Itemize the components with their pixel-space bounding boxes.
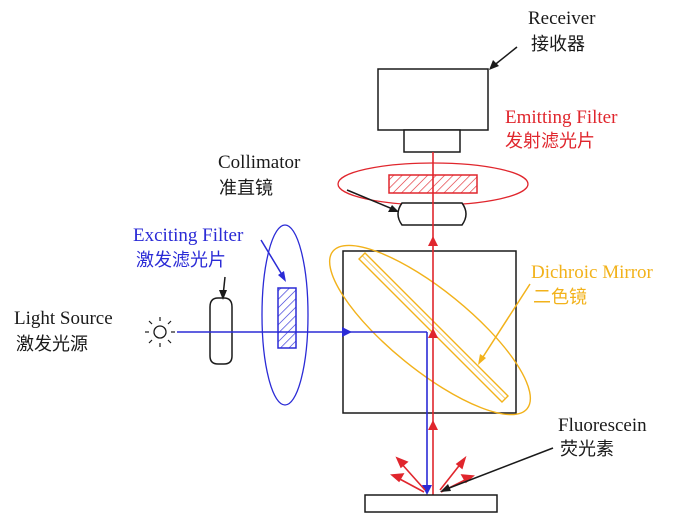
fluorescein-label-zh: 荧光素: [560, 439, 614, 460]
excitation-beam: [177, 327, 432, 495]
dichroic-pointer-arrow: [478, 283, 531, 365]
fluorescein-pointer-arrow: [440, 447, 554, 492]
exciting-pointer-arrow: [260, 239, 286, 282]
fluorescence-rays: [390, 455, 475, 493]
receiver-pointer-arrow: [489, 46, 518, 70]
receiver-label: Receiver: [528, 8, 596, 29]
dichroic-mirror-label-zh: 二色镜: [533, 287, 587, 308]
collimator-label-zh: 准直镜: [219, 178, 273, 199]
source-collimator-lens: [209, 297, 233, 365]
receiver-label-zh: 接收器: [531, 34, 585, 55]
exciting-filter-label: Exciting Filter: [133, 225, 244, 246]
emission-beam: [428, 152, 438, 495]
lens-pointer-arrow: [219, 276, 227, 300]
collimator-label: Collimator: [218, 152, 301, 173]
light-source-label: Light Source: [14, 308, 113, 329]
emitting-filter-label-zh: 发射滤光片: [505, 131, 595, 152]
sun-icon: [145, 317, 175, 347]
dichroic-mirror-label: Dichroic Mirror: [531, 262, 653, 283]
exciting-filter: [261, 224, 309, 406]
collimator-lens: [397, 202, 467, 226]
fluorescein-label: Fluorescein: [558, 415, 647, 436]
light-source-label-zh: 激发光源: [16, 334, 88, 355]
exciting-filter-label-zh: 激发滤光片: [136, 250, 226, 271]
collimator-pointer-arrow: [346, 189, 399, 212]
receiver: [377, 68, 489, 153]
emitting-filter-label: Emitting Filter: [505, 107, 618, 128]
fluorescein-sample: [364, 494, 498, 513]
